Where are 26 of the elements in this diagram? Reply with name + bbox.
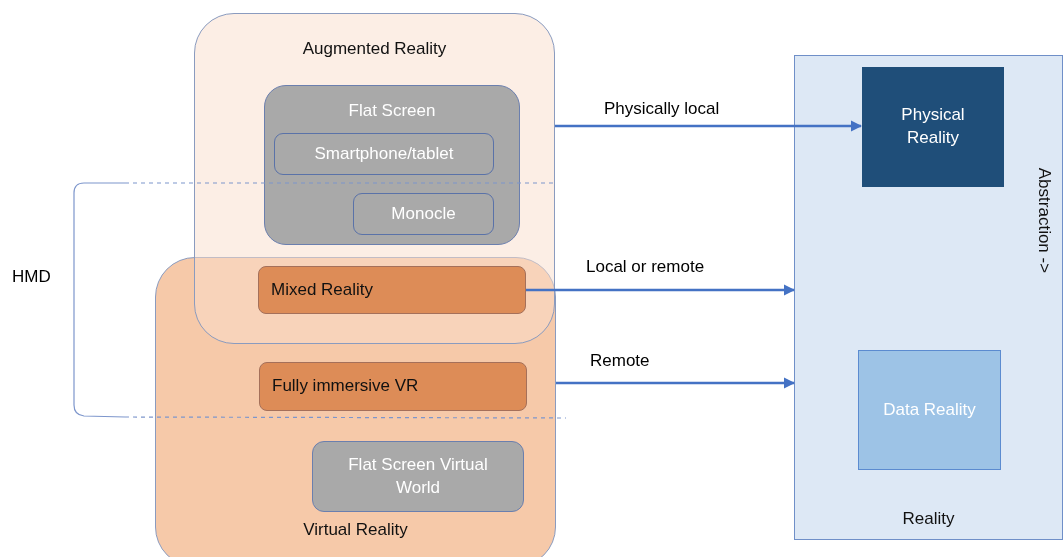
node-label: Data Reality xyxy=(883,398,976,421)
flat-screen-box xyxy=(264,85,520,245)
region-heading: Flat Screen xyxy=(348,100,436,122)
physical-reality-box xyxy=(862,67,1004,187)
axis-note: Abstraction -> xyxy=(1034,166,1056,276)
arrow xyxy=(526,284,796,296)
arrow xyxy=(555,120,863,132)
edge-label: Physically local xyxy=(602,99,722,119)
category-box xyxy=(259,362,527,411)
node-label: Mixed Reality xyxy=(271,278,374,301)
region-heading: Virtual Reality xyxy=(303,519,408,542)
data-reality-box xyxy=(858,350,1001,470)
device-box xyxy=(274,133,494,175)
flat-screen-box xyxy=(312,441,524,512)
node-label: Flat Screen Virtual World xyxy=(347,453,489,499)
region-heading: Reality xyxy=(902,508,955,531)
node-label: Smartphone/tablet xyxy=(314,142,454,165)
node-label: Monocle xyxy=(391,202,456,225)
node-label: Physical Reality xyxy=(900,104,966,149)
node-label: Fully immersive VR xyxy=(272,375,419,398)
device-box xyxy=(353,193,494,235)
reality-region xyxy=(794,55,1063,540)
virtual-reality-region xyxy=(155,257,556,557)
region-heading: Augmented Reality xyxy=(302,38,447,60)
category-box xyxy=(258,266,526,314)
arrow xyxy=(556,377,796,389)
